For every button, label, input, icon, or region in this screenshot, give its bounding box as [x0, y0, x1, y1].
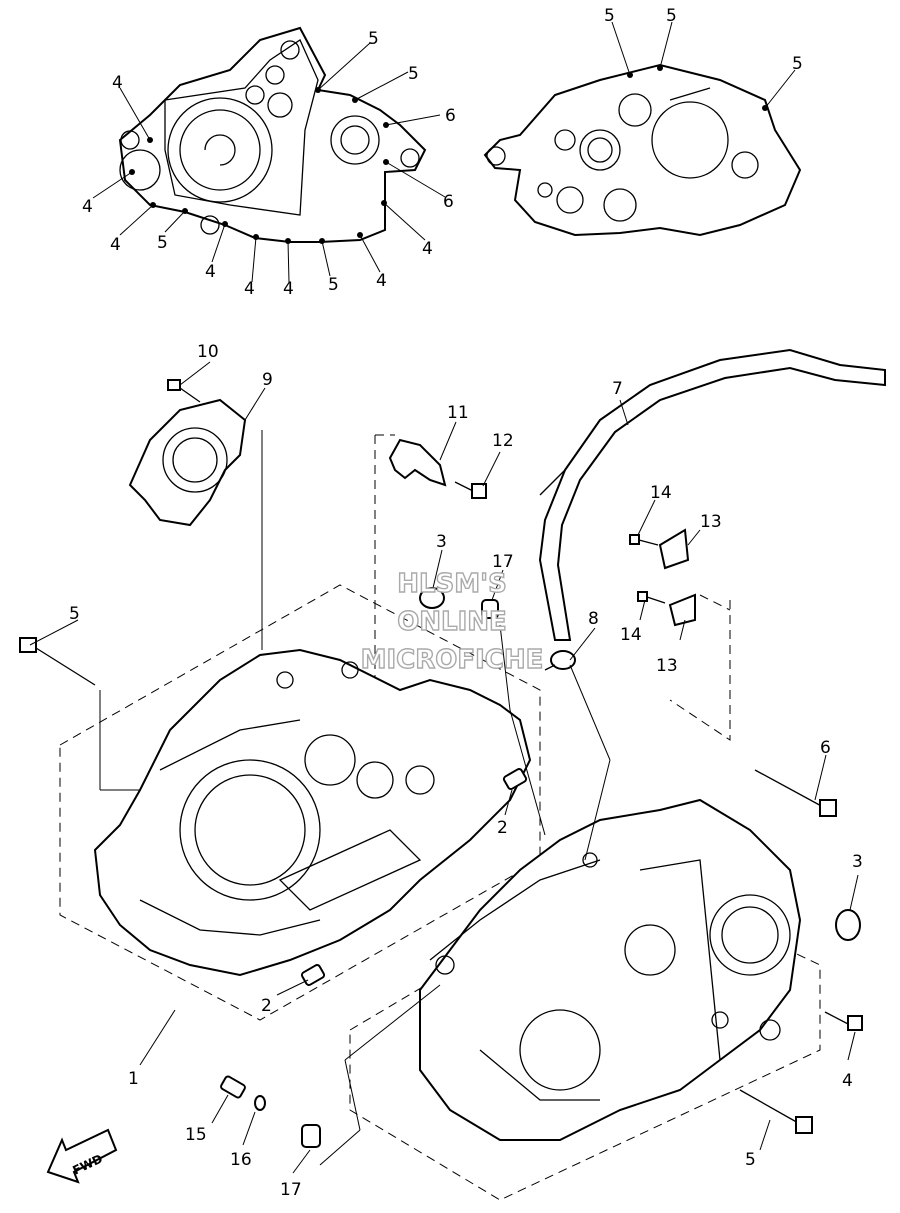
callout-5: 5: [328, 275, 339, 295]
callout-5: 5: [666, 6, 677, 26]
hose-clamp: [544, 650, 576, 671]
collar-lower: [301, 1124, 321, 1148]
screw-14b: [637, 591, 648, 602]
callout-13: 13: [656, 656, 678, 676]
right-case-outline: [349, 869, 821, 1201]
callout-5: 5: [69, 604, 80, 624]
callout-17: 17: [492, 552, 514, 572]
bracket-11: [388, 438, 447, 487]
callout-5: 5: [745, 1150, 756, 1170]
o-ring-16: [254, 1095, 266, 1111]
callout-labels: 4 4 4 5 4 4 4 5 4 4 6 6 5 5 5 5 5 10 9 1…: [69, 6, 863, 1200]
callout-5: 5: [604, 6, 615, 26]
bolt-5-left: [19, 637, 96, 686]
screw-10: [167, 379, 201, 403]
callout-13: 13: [700, 512, 722, 532]
callout-14: 14: [650, 483, 672, 503]
left-case-outline: [59, 584, 541, 1021]
oil-seal-right: [835, 909, 861, 941]
bolt-6-right: [754, 769, 837, 817]
dowel-left: [300, 964, 326, 986]
right-case-bolt-map: [483, 21, 802, 237]
callout-5: 5: [157, 233, 168, 253]
callout-4: 4: [422, 239, 433, 259]
bolt-4-right: [824, 1011, 863, 1031]
callout-16: 16: [230, 1150, 252, 1170]
callout-11: 11: [447, 403, 469, 423]
callout-4: 4: [112, 73, 123, 93]
watermark: HLSM'S ONLINE MICROFICHE: [360, 568, 544, 675]
oil-seal-upper: [419, 587, 445, 609]
callout-5: 5: [792, 54, 803, 74]
callout-4: 4: [244, 279, 255, 299]
callout-6: 6: [820, 738, 831, 758]
callout-2: 2: [497, 818, 508, 838]
watermark-line-3: MICROFICHE: [361, 645, 544, 675]
screw-14a: [629, 534, 640, 545]
bolt-5-right: [739, 1089, 813, 1134]
right-crankcase: [419, 798, 802, 1141]
callout-3: 3: [852, 852, 863, 872]
bolt-12: [454, 481, 487, 499]
callout-5: 5: [408, 64, 419, 84]
callout-4: 4: [842, 1071, 853, 1091]
callout-4: 4: [283, 279, 294, 299]
callout-5: 5: [368, 29, 379, 49]
bearing-retainer: [128, 398, 247, 527]
plate-13b: [668, 593, 696, 627]
callout-14: 14: [620, 625, 642, 645]
callout-4: 4: [205, 262, 216, 282]
callout-10: 10: [197, 342, 219, 362]
callout-17: 17: [280, 1180, 302, 1200]
callout-6: 6: [445, 106, 456, 126]
collar-upper: [481, 599, 499, 619]
left-crankcase: [93, 648, 532, 977]
leader-lines: [29, 361, 859, 1174]
callout-1: 1: [128, 1069, 139, 1089]
watermark-line-1: HLSM'S: [397, 569, 507, 599]
callout-9: 9: [262, 370, 273, 390]
callout-4: 4: [110, 235, 121, 255]
plate-13a: [658, 528, 690, 570]
breather-hose: [538, 348, 886, 641]
callout-3: 3: [436, 532, 447, 552]
callout-7: 7: [612, 379, 623, 399]
callout-2: 2: [261, 996, 272, 1016]
dowel-right: [502, 768, 528, 790]
callout-4: 4: [82, 197, 93, 217]
pipe-15: [220, 1075, 246, 1099]
callout-4: 4: [376, 271, 387, 291]
fwd-arrow-icon: FWD: [46, 1128, 118, 1184]
callout-6: 6: [443, 192, 454, 212]
callout-15: 15: [185, 1125, 207, 1145]
watermark-line-2: ONLINE: [397, 607, 507, 637]
callout-12: 12: [492, 431, 514, 451]
left-case-bolt-map: [92, 26, 446, 283]
callout-8: 8: [588, 609, 599, 629]
